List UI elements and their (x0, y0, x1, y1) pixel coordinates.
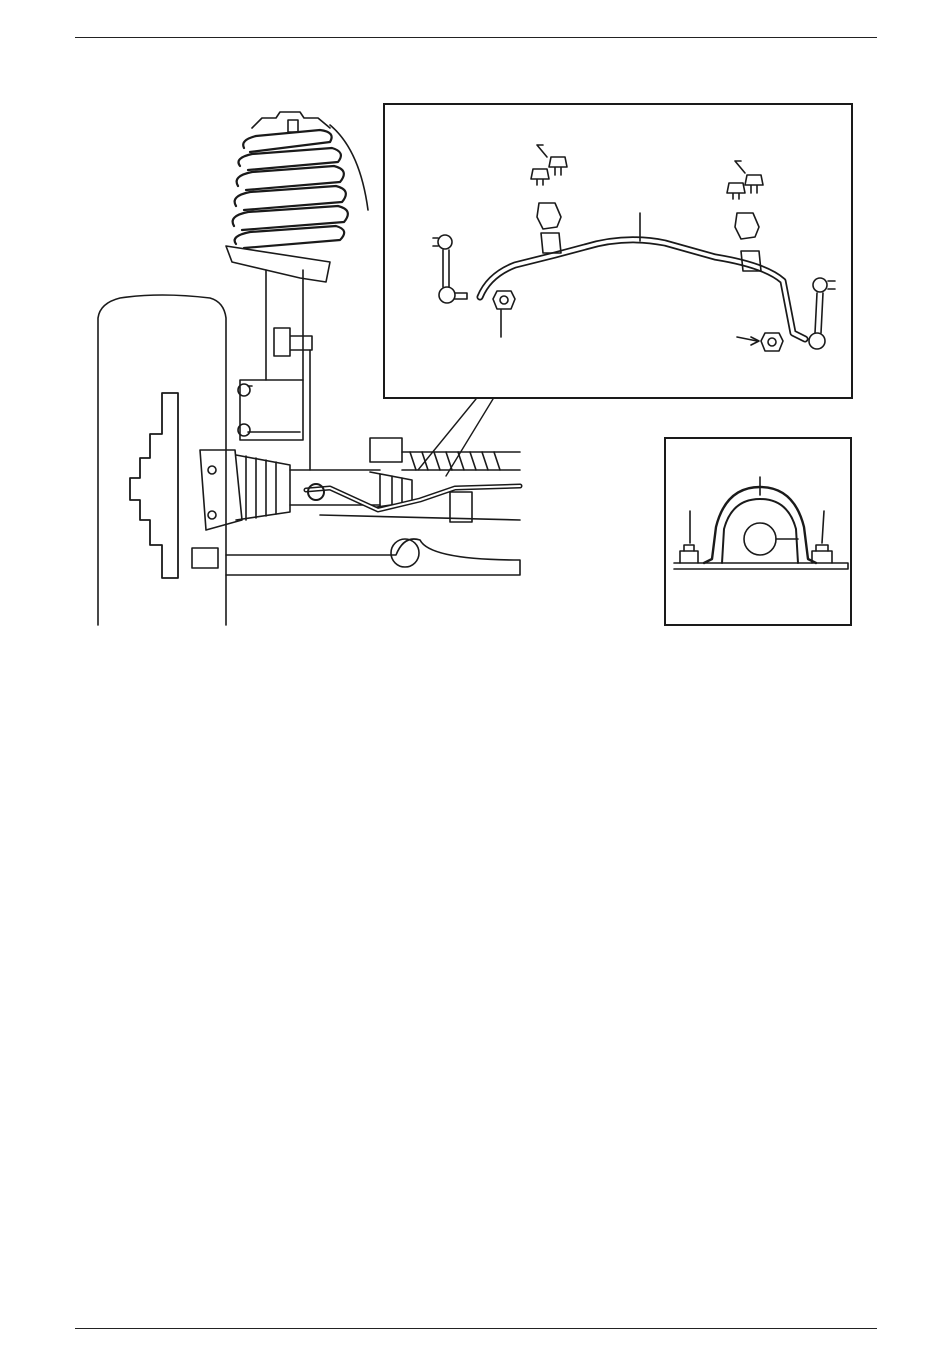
bracket-bolts-right (727, 161, 763, 199)
spring-seat (226, 246, 330, 282)
link-nut-left (493, 291, 515, 337)
stabilizer-exploded-inset (383, 103, 853, 399)
stabilizer-bar (480, 240, 805, 339)
coil-spring (233, 130, 348, 248)
bushing-bracket-left (537, 203, 561, 253)
bolt-left (680, 511, 698, 563)
stabilizer-link-left (433, 235, 467, 303)
stabilizer-link-right (809, 278, 835, 349)
steering-rack (370, 438, 402, 462)
bracket-bolts-left (531, 145, 567, 185)
bushing (722, 499, 798, 563)
stabilizer-exploded-drawing (385, 105, 855, 401)
drive-shaft-boot-outer (236, 455, 290, 520)
drive-shaft (290, 470, 380, 505)
steering-knuckle (200, 450, 242, 530)
lower-arm (226, 539, 520, 575)
strut-tube (266, 270, 303, 380)
bushing-bracket-detail-drawing (666, 439, 854, 628)
link-nut-right (737, 333, 783, 351)
brake-hub (130, 393, 178, 578)
mounting-surface (674, 563, 848, 569)
bushing-bracket-detail (664, 437, 852, 626)
stabilizer-bar-main (306, 486, 520, 510)
bolt-right (812, 511, 832, 563)
bar-section (744, 523, 776, 555)
